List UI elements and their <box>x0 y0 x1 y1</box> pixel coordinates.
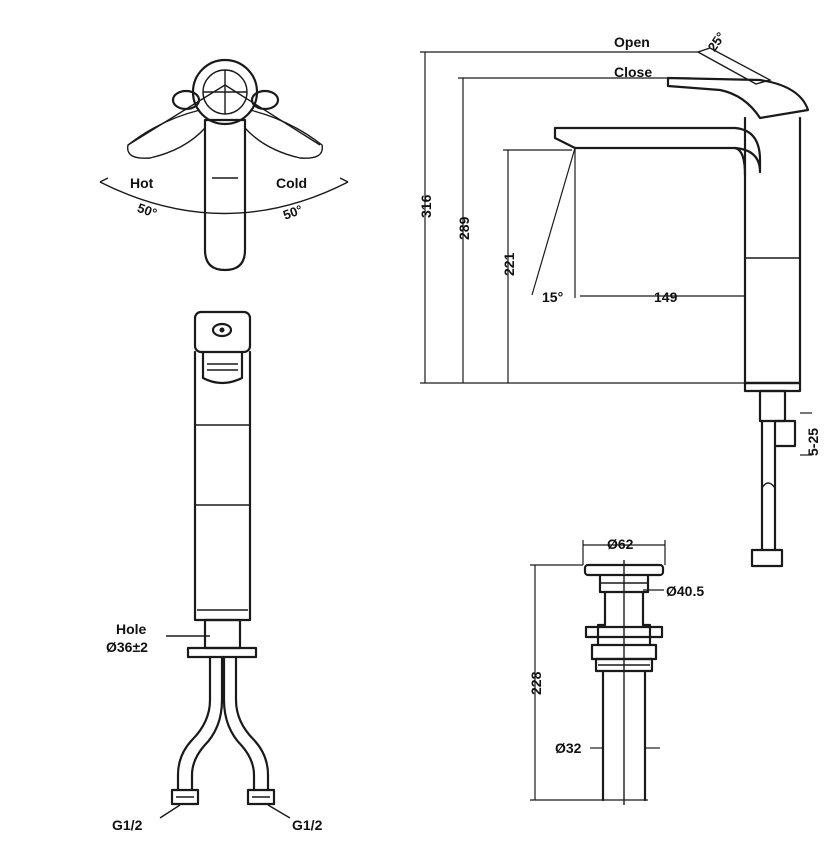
handle-center <box>203 118 247 272</box>
side-body <box>743 116 802 385</box>
label-hot: Hot <box>130 175 154 191</box>
mounting-nut <box>186 646 258 659</box>
label-height-spout: 221 <box>501 252 517 276</box>
spout <box>553 126 762 174</box>
faucet-head <box>193 310 252 354</box>
hose-right <box>222 655 256 792</box>
label-spout-reach: 149 <box>654 289 678 305</box>
handle-open-position <box>696 47 772 85</box>
side-view: 316 289 221 15° 149 Open Close 25° 5-25 <box>418 29 821 568</box>
label-close: Close <box>614 64 652 80</box>
front-view: Hole Ø36±2 G1/2 G1/2 <box>106 310 323 833</box>
handle-hot-position <box>126 109 206 159</box>
label-drain-mid-diameter: Ø40.5 <box>666 583 704 599</box>
top-view: Hot Cold 50° 50° <box>99 58 349 272</box>
label-height-total: 316 <box>418 194 434 218</box>
label-drain-top-diameter: Ø62 <box>607 536 634 552</box>
drain-view: Ø62 Ø40.5 228 Ø32 <box>528 536 704 805</box>
label-open: Open <box>614 34 650 50</box>
side-connector <box>750 548 784 568</box>
faucet-body <box>193 350 252 622</box>
label-hole: Hole <box>116 621 147 637</box>
label-angle-hot: 50° <box>135 200 159 221</box>
label-open-angle: 25° <box>705 29 729 54</box>
label-spout-angle: 15° <box>542 289 563 305</box>
label-drain-height: 228 <box>528 671 544 695</box>
label-drain-pipe-diameter: Ø32 <box>555 740 582 756</box>
label-height-close: 289 <box>456 216 472 240</box>
label-connector-left: G1/2 <box>112 817 143 833</box>
side-hose <box>760 419 777 552</box>
drain-pipe <box>601 669 647 802</box>
label-cold: Cold <box>276 175 307 191</box>
swing-arc <box>99 181 349 215</box>
handle-closed-position <box>666 76 810 120</box>
hose-left <box>176 655 212 792</box>
label-deck-range: 5-25 <box>805 428 821 456</box>
label-connector-right: G1/2 <box>292 817 323 833</box>
label-hole-diameter: Ø36±2 <box>106 639 148 655</box>
label-angle-cold: 50° <box>281 202 305 223</box>
handle-cold-position <box>244 109 324 159</box>
